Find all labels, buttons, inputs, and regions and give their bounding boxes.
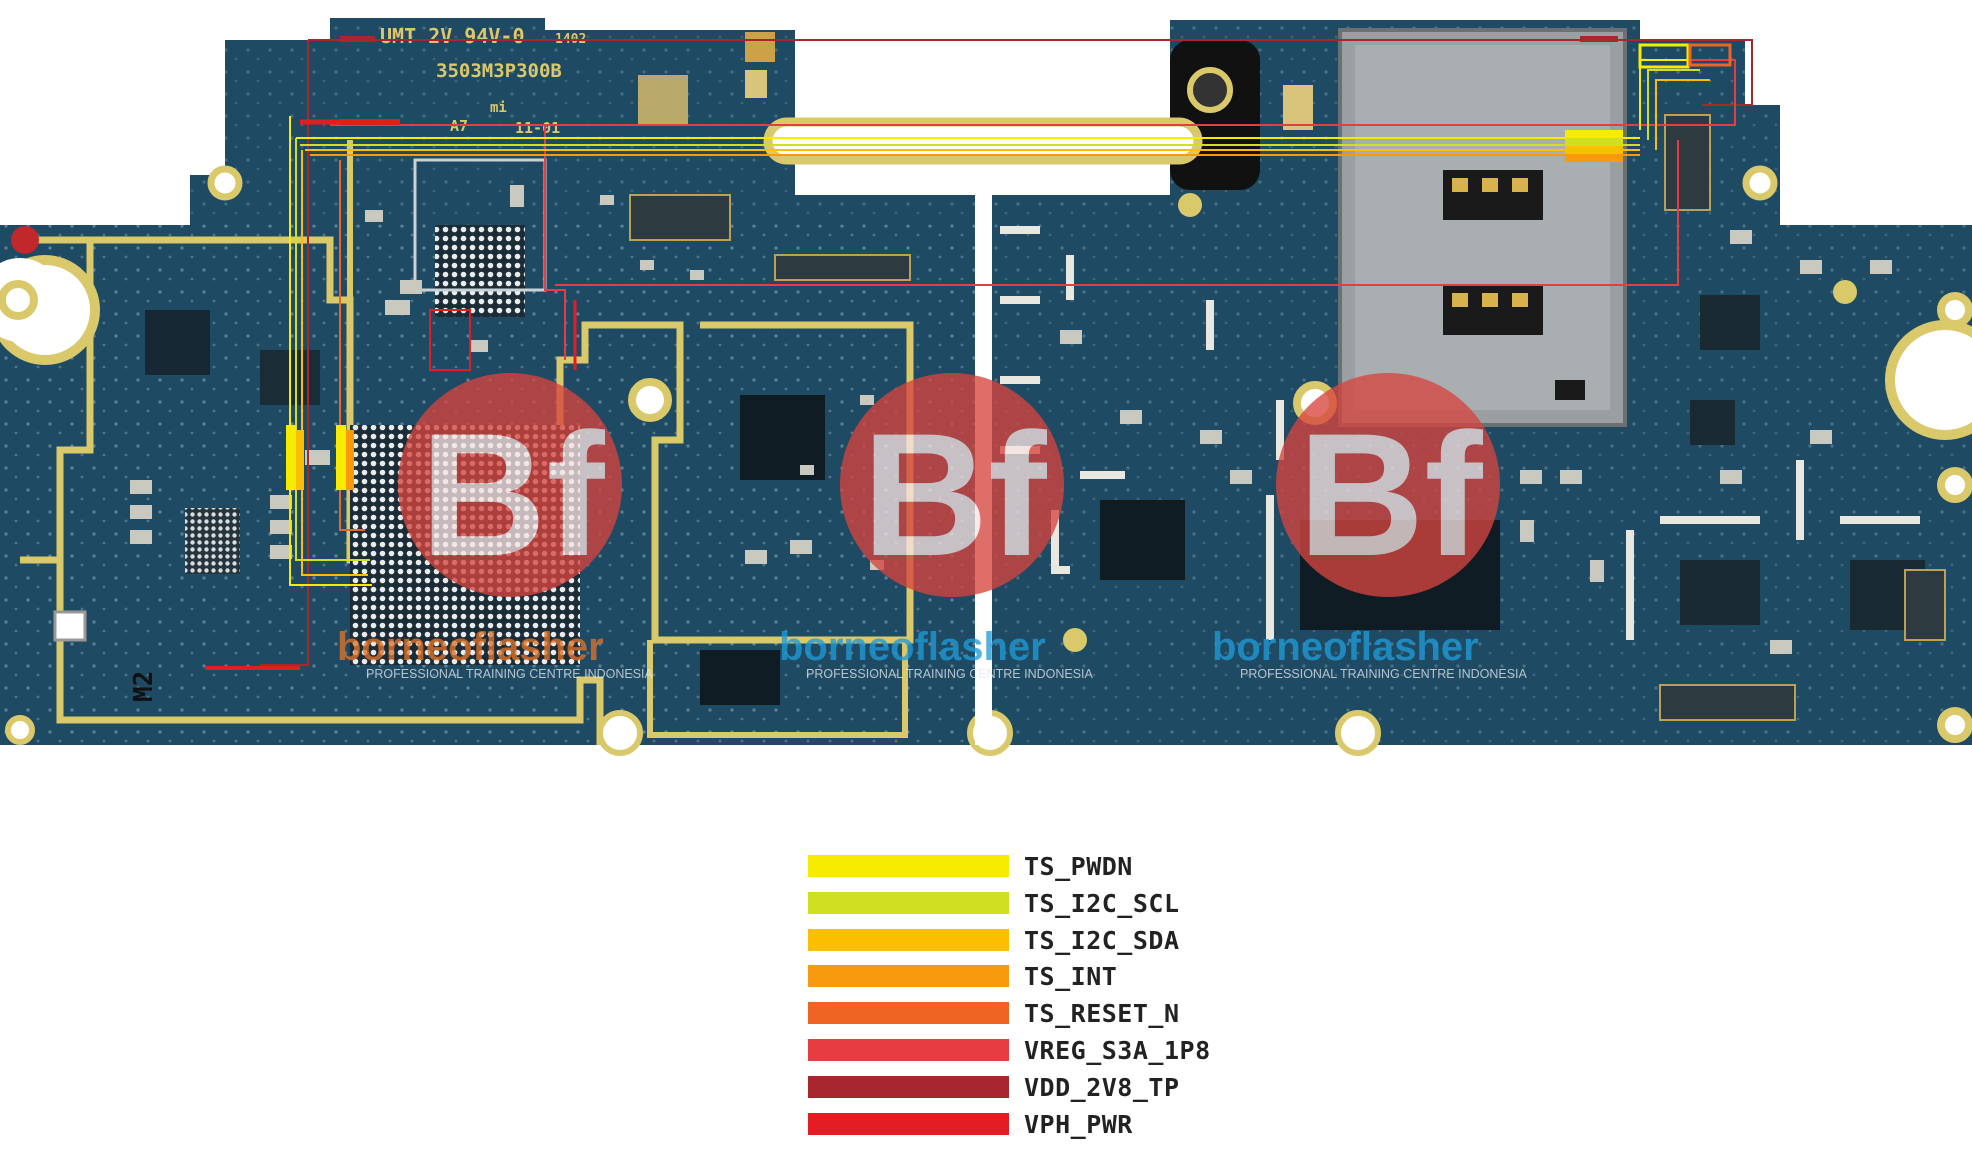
legend-item: TS_INT <box>808 962 1248 1000</box>
watermark-logo: Bf <box>840 373 1064 597</box>
watermark: Bf Bf Bf borneoflasher borneoflasher bor… <box>337 373 1528 681</box>
right-board <box>967 20 1972 756</box>
legend-label: TS_RESET_N <box>1024 999 1180 1029</box>
silk-brand-mark: mi <box>490 100 507 116</box>
legend-label: VPH_PWR <box>1024 1109 1133 1139</box>
legend-swatch <box>808 1112 1009 1135</box>
legend-item: TS_I2C_SCL <box>808 888 1248 927</box>
watermark-logo: Bf <box>1276 373 1500 597</box>
legend-label: TS_PWDN <box>1024 852 1133 881</box>
legend-swatch <box>808 855 1009 877</box>
silk-model-mark: M2 <box>129 671 159 702</box>
legend-swatch <box>808 928 1009 951</box>
watermark-logo-text: Bf <box>420 398 605 593</box>
legend-label: VREG_S3A_1P8 <box>1024 1035 1211 1065</box>
legend-item: TS_PWDN <box>808 852 1248 890</box>
watermark-brand: borneoflasher <box>1212 625 1479 669</box>
legend-swatch <box>808 891 1009 914</box>
watermark-brand: borneoflasher <box>779 625 1046 669</box>
legend-label: VDD_2V8_TP <box>1024 1072 1180 1102</box>
trace-overlay <box>205 36 1753 670</box>
legend-item: TS_RESET_N <box>808 999 1248 1037</box>
legend-item: VDD_2V8_TP <box>808 1072 1248 1111</box>
silkscreen: UMT 2V 94V-0 1402 3503M3P300B mi A7 11-0… <box>129 24 586 702</box>
legend-swatch <box>808 965 1009 988</box>
silk-rev-date: 11-01 <box>515 119 560 137</box>
watermark-tagline: PROFESSIONAL TRAINING CENTRE INDONESIA <box>1240 667 1528 681</box>
legend-item: VREG_S3A_1P8 <box>808 1035 1248 1074</box>
watermark-brand: borneoflasher <box>337 625 604 669</box>
legend-label: TS_INT <box>1024 962 1118 992</box>
watermark-logo: Bf <box>398 373 622 597</box>
legend-label: TS_I2C_SCL <box>1024 888 1180 918</box>
watermark-tagline: PROFESSIONAL TRAINING CENTRE INDONESIA <box>806 667 1094 681</box>
watermark-logo-text: Bf <box>1298 398 1483 593</box>
legend-swatch <box>808 1075 1009 1098</box>
watermark-tagline: PROFESSIONAL TRAINING CENTRE INDONESIA <box>366 667 654 681</box>
silk-part-number: 3503M3P300B <box>436 60 562 82</box>
legend-swatch <box>808 1038 1009 1061</box>
legend-label: TS_I2C_SDA <box>1024 925 1180 955</box>
signal-legend: TS_PWDN TS_I2C_SCL TS_I2C_SDA TS_INT TS_RESE… <box>808 852 1248 1148</box>
watermark-logo-text: Bf <box>862 398 1047 593</box>
legend-swatch <box>808 1002 1009 1025</box>
legend-item: VPH_PWR <box>808 1109 1248 1148</box>
legend-item: TS_I2C_SDA <box>808 925 1248 964</box>
silk-ul-mark: UMT 2V 94V-0 <box>380 24 525 48</box>
pcb-board-diagram: UMT 2V 94V-0 1402 3503M3P300B mi A7 11-0… <box>0 18 1972 756</box>
